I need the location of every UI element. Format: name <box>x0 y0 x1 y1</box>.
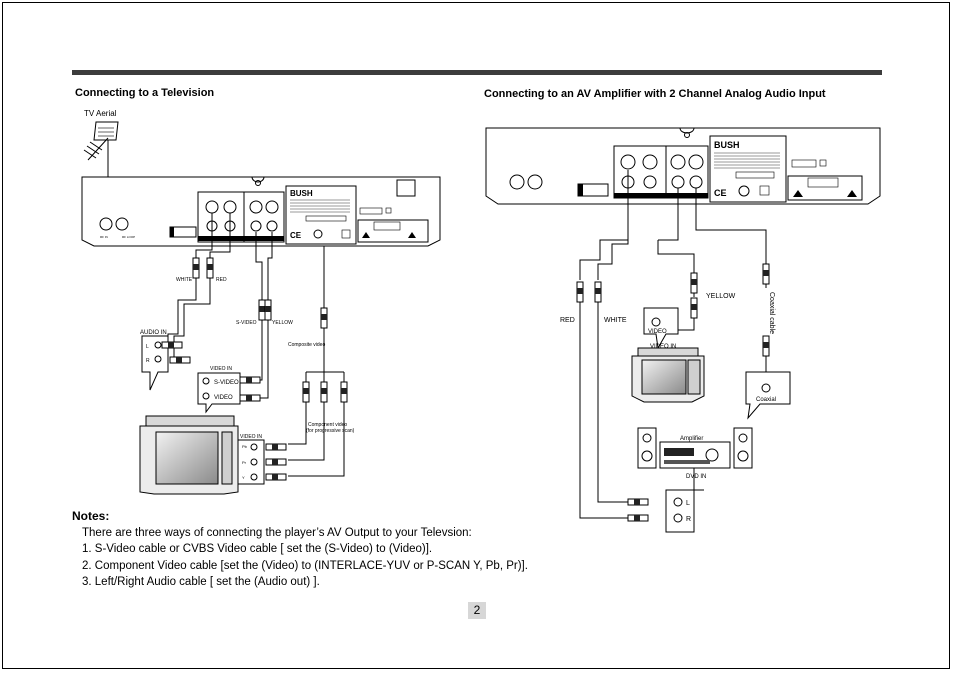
amplifier-label: Amplifier <box>680 436 703 442</box>
audio-in-label: AUDIO IN <box>140 330 167 336</box>
svg-text:CE: CE <box>290 231 302 240</box>
component-video-label: Component video <box>308 422 347 428</box>
dvd-in-box: L R <box>665 489 695 533</box>
left-yellow-label: YELLOW <box>272 320 293 326</box>
pr-label: Pr <box>242 460 247 465</box>
tv-aerial-label: TV Aerial <box>84 109 117 118</box>
right-audio-cables: RED WHITE <box>560 170 649 522</box>
left-diagram: TV Aerial RF IN RF LOOP <box>81 109 441 495</box>
audio-r-label: R <box>146 358 150 364</box>
notes-title: Notes: <box>72 509 110 523</box>
right-video-in-box: VIDEO VIDEO IN <box>643 307 679 350</box>
tv-aerial-icon: TV Aerial <box>83 109 119 226</box>
right-tv-icon <box>631 347 705 403</box>
component-video-note: (for progressive scan) <box>306 428 355 434</box>
right-red-label: RED <box>560 317 575 324</box>
right-heading: Connecting to an AV Amplifier with 2 Cha… <box>484 88 826 100</box>
coaxial-cable-label: Coaxial cable <box>768 292 775 334</box>
right-yellow-label: YELLOW <box>706 293 736 300</box>
component-video-in-label: VIDEO IN <box>240 434 262 440</box>
notes-section: Notes: There are three ways of connectin… <box>72 508 528 591</box>
composite-video-label: Composite video <box>288 342 325 348</box>
notes-item: 2. Component Video cable [set the (Video… <box>82 559 528 572</box>
dvd-in-l-label: L <box>686 500 690 507</box>
video-port-label: VIDEO <box>214 395 233 401</box>
left-red-label: RED <box>216 277 227 283</box>
left-svideo-cables: S-VIDEO YELLOW <box>236 232 293 399</box>
right-video-in-label: VIDEO IN <box>650 344 676 350</box>
svg-text:CE: CE <box>714 188 727 198</box>
svideo-port-label: S-VIDEO <box>214 380 239 386</box>
left-player-rear-panel: RF IN RF LOOP BUSH CE <box>81 176 441 247</box>
component-in-box: VIDEO IN Pb Pr Y <box>237 434 287 485</box>
y-label: Y <box>242 475 245 480</box>
right-white-label: WHITE <box>604 317 627 324</box>
audio-in-box: AUDIO IN L R <box>140 330 191 391</box>
left-brand-logo: BUSH <box>290 189 313 198</box>
video-in-label: VIDEO IN <box>210 366 232 372</box>
right-coaxial-cable: Coaxial cable <box>695 188 775 378</box>
svg-text:RF LOOP: RF LOOP <box>122 235 135 239</box>
notes-item: 3. Left/Right Audio cable [ set the (Aud… <box>82 576 320 588</box>
coaxial-label: Coaxial <box>756 397 776 403</box>
pb-label: Pb <box>242 444 248 449</box>
dvd-in-r-label: R <box>686 516 691 523</box>
left-heading: Connecting to a Television <box>75 87 215 99</box>
left-component-cables: Composite video Component video (for pro… <box>255 237 355 477</box>
dvd-in-label: DVD IN <box>686 474 706 480</box>
left-tv-icon <box>139 415 239 495</box>
right-diagram: BUSH CE RED WHITE <box>485 127 881 533</box>
left-svideo-label: S-VIDEO <box>236 320 257 326</box>
right-brand-logo: BUSH <box>714 140 740 150</box>
page-number: 2 <box>468 602 486 619</box>
header-rule <box>72 70 882 75</box>
amplifier-icon: Amplifier DVD IN <box>637 427 753 491</box>
right-video-label: VIDEO <box>648 329 667 335</box>
video-in-box: VIDEO IN S-VIDEO VIDEO <box>197 366 261 414</box>
notes-item: 1. S-Video cable or CVBS Video cable [ s… <box>82 543 433 555</box>
audio-l-label: L <box>146 344 149 350</box>
notes-intro: There are three ways of connecting the p… <box>82 526 472 539</box>
left-white-label: WHITE <box>176 277 193 283</box>
coaxial-in-box: Coaxial <box>745 371 791 420</box>
right-player-rear-panel: BUSH CE <box>485 127 881 205</box>
svg-text:RF IN: RF IN <box>100 235 108 239</box>
